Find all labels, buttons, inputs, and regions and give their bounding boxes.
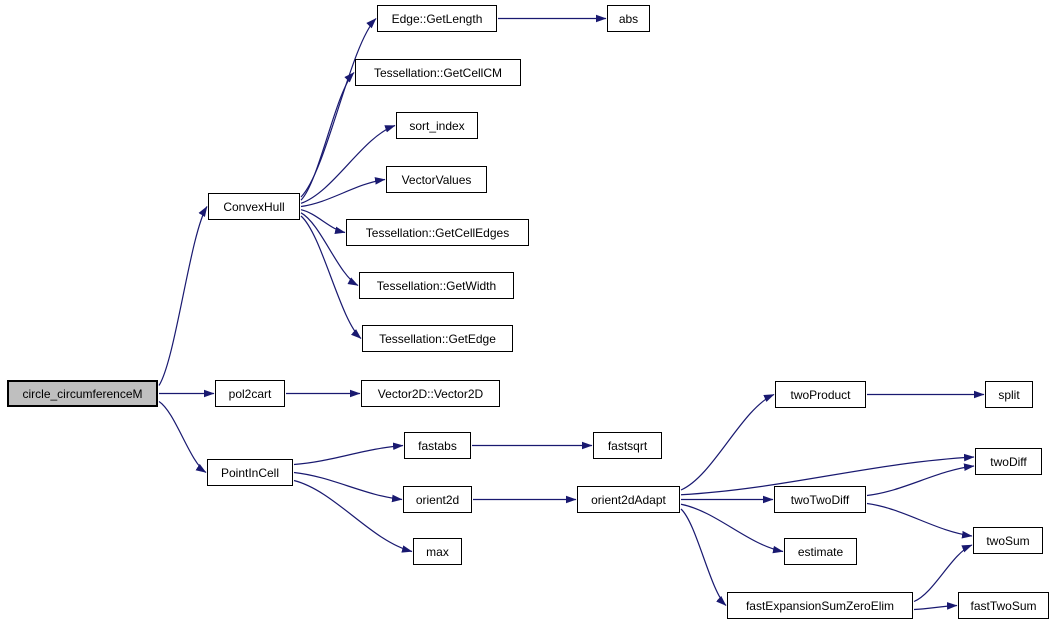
- edge-PointInCell-to-max: [293, 479, 413, 553]
- edge-ConvexHull-to-Tessellation_GetEdge: [300, 215, 362, 339]
- node-max[interactable]: max: [413, 538, 462, 565]
- edge-twoTwoDiff-to-twoSum: [866, 502, 973, 539]
- edge-PointInCell-to-fastabs: [293, 442, 404, 466]
- edge-PointInCell-to-orient2d: [293, 471, 403, 503]
- node-sort_index[interactable]: sort_index: [396, 112, 478, 139]
- node-Tessellation_GetCellCM[interactable]: Tessellation::GetCellCM: [355, 59, 521, 86]
- edge-ConvexHull-to-Edge_GetLength: [300, 18, 377, 198]
- edge-orient2dAdapt-to-estimate: [680, 503, 784, 554]
- edge-orient2dAdapt-to-twoProduct: [680, 393, 775, 491]
- node-circle_circumferenceM: circle_circumferenceM: [7, 380, 158, 407]
- node-twoTwoDiff[interactable]: twoTwoDiff: [774, 486, 866, 513]
- node-twoSum[interactable]: twoSum: [973, 527, 1043, 554]
- node-twoDiff[interactable]: twoDiff: [975, 448, 1042, 475]
- edge-fastExpansionSumZeroElim-to-fastTwoSum: [913, 602, 958, 611]
- edge-circle_circumferenceM-to-ConvexHull: [158, 206, 208, 386]
- node-fastsqrt[interactable]: fastsqrt: [593, 432, 662, 459]
- node-PointInCell[interactable]: PointInCell: [207, 459, 293, 486]
- node-split[interactable]: split: [985, 381, 1033, 408]
- node-twoProduct[interactable]: twoProduct: [775, 381, 866, 408]
- edge-ConvexHull-to-sort_index: [300, 124, 396, 204]
- node-VectorValues[interactable]: VectorValues: [386, 166, 487, 193]
- node-estimate[interactable]: estimate: [784, 538, 857, 565]
- node-ConvexHull[interactable]: ConvexHull: [208, 193, 300, 220]
- node-fastabs[interactable]: fastabs: [404, 432, 471, 459]
- edges-group: [158, 14, 985, 611]
- node-Edge_GetLength[interactable]: Edge::GetLength: [377, 5, 497, 32]
- edge-twoTwoDiff-to-twoDiff: [866, 463, 975, 497]
- node-orient2d[interactable]: orient2d: [403, 486, 472, 513]
- node-Vector2D_Vector2D[interactable]: Vector2D::Vector2D: [361, 380, 500, 407]
- node-fastTwoSum[interactable]: fastTwoSum: [958, 592, 1049, 619]
- node-orient2dAdapt[interactable]: orient2dAdapt: [577, 486, 680, 513]
- edge-circle_circumferenceM-to-PointInCell: [158, 400, 207, 474]
- edge-fastExpansionSumZeroElim-to-twoSum: [913, 544, 973, 603]
- edge-ConvexHull-to-VectorValues: [300, 177, 386, 208]
- edge-orient2dAdapt-to-twoDiff: [680, 453, 975, 496]
- node-Tessellation_GetCellEdges[interactable]: Tessellation::GetCellEdges: [346, 219, 529, 246]
- edge-orient2dAdapt-to-fastExpansionSumZeroElim: [680, 508, 727, 606]
- node-pol2cart[interactable]: pol2cart: [215, 380, 285, 407]
- node-Tessellation_GetWidth[interactable]: Tessellation::GetWidth: [359, 272, 514, 299]
- edge-ConvexHull-to-Tessellation_GetWidth: [300, 212, 359, 287]
- node-fastExpansionSumZeroElim[interactable]: fastExpansionSumZeroElim: [727, 592, 913, 619]
- node-abs[interactable]: abs: [607, 5, 650, 32]
- edge-ConvexHull-to-Tessellation_GetCellEdges: [300, 209, 346, 235]
- edge-ConvexHull-to-Tessellation_GetCellCM: [300, 72, 355, 201]
- node-Tessellation_GetEdge[interactable]: Tessellation::GetEdge: [362, 325, 513, 352]
